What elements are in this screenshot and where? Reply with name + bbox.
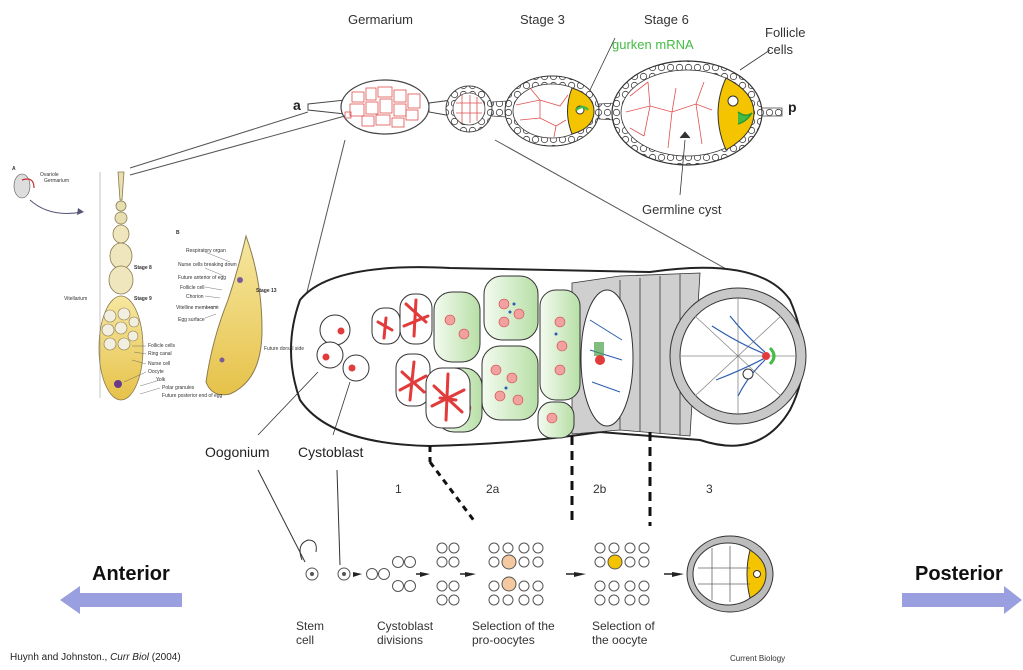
anterior-arrow [60,586,182,614]
region-boundaries [430,432,650,526]
label-oogonium: Oogonium [205,445,270,460]
label-a-1: Ring canal [148,351,172,357]
label-b-3: Follicle cell [180,285,204,291]
label-anterior: Anterior [92,563,170,585]
posterior-arrow [902,586,1022,614]
label-oocyte-1: Selection of [592,620,655,634]
label-posterior-p: p [788,100,797,115]
oogonium-to-stem-line [258,470,305,562]
ovariole-stalk [308,100,345,114]
label-stage9: Stage 9 [134,296,152,302]
label-future-dorsal: Future dorsal side [264,346,304,352]
label-region-1: 1 [395,483,402,496]
journal-credit: Current Biology [730,655,785,664]
division-cells [367,543,460,605]
pro-oocyte-cluster [489,543,543,605]
label-b-1: Nurse cells breaking down [178,262,237,268]
left-panel-illustration [14,172,262,400]
stage13-egg [206,236,262,395]
label-b-5: Vitelline membrane [176,305,219,311]
label-a-4: Yolk [156,377,165,383]
label-germarium: Germarium [348,13,413,27]
label-stage3: Stage 3 [520,13,565,27]
label-pro-oocytes-2: pro-oocytes [472,634,535,648]
label-stem-2: cell [296,634,314,648]
label-a-0: Follicle cells [148,343,175,349]
label-stage6: Stage 6 [644,13,689,27]
label-b-2: Future anterior of egg [178,275,226,281]
label-gurken-mrna: gurken mRNA [612,38,694,52]
egg-chamber-final [687,536,773,612]
ovariole-chain [99,172,143,400]
label-stage8: Stage 8 [134,265,152,271]
germarium-detail [258,267,806,526]
label-b-6: Egg surface [178,317,205,323]
label-region-3: 3 [706,483,713,496]
stage3-chamber [505,76,599,146]
label-divisions-2: divisions [377,634,423,648]
label-b-0: Respiratory organ [186,248,226,254]
label-vitellarium: Vitellarium [64,296,87,302]
label-region-2b: 2b [593,483,606,496]
label-follicle-1: Follicle [765,26,805,40]
label-cystoblast: Cystoblast [298,445,363,460]
label-region-2a: 2a [486,483,499,496]
citation: Huynh and Johnston., Curr Biol (2004) [10,652,181,663]
cystoblast-to-cell-line [337,470,340,565]
label-divisions-1: Cystoblast [377,620,433,634]
citation-journal: Curr Biol [110,652,149,663]
citation-authors: Huynh and Johnston., [10,652,110,663]
label-follicle-2: cells [767,43,793,57]
top-ovariole-diagram [308,38,782,195]
germarium-shape [341,80,452,134]
oocyte-cluster [595,543,649,605]
stage1-chamber [446,86,492,132]
region2b-cyst [581,290,633,426]
label-anterior-a: a [293,98,301,113]
label-germline-cyst: Germline cyst [642,203,721,217]
label-stem-1: Stem [296,620,324,634]
region3-chamber [670,288,806,424]
label-b-4: Chorion [186,294,204,300]
citation-year: (2004) [149,652,181,663]
label-pro-oocytes-1: Selection of the [472,620,555,634]
stage6-chamber [612,61,762,165]
label-a-6: Future posterior end of egg [162,393,222,399]
label-germarium-small: Germarium [44,178,69,184]
label-stage13: Stage 13 [256,288,277,294]
label-panel-b: B [176,230,180,236]
label-a-2: Nurse cell [148,361,170,367]
label-a-5: Polar granules [162,385,194,391]
label-posterior: Posterior [915,563,1003,585]
label-a-3: Oocyte [148,369,164,375]
label-panel-a: A [12,166,16,172]
oogenesis-sequence [258,470,773,612]
label-oocyte-2: the oocyte [592,634,647,648]
follicle-pointer [740,50,770,70]
